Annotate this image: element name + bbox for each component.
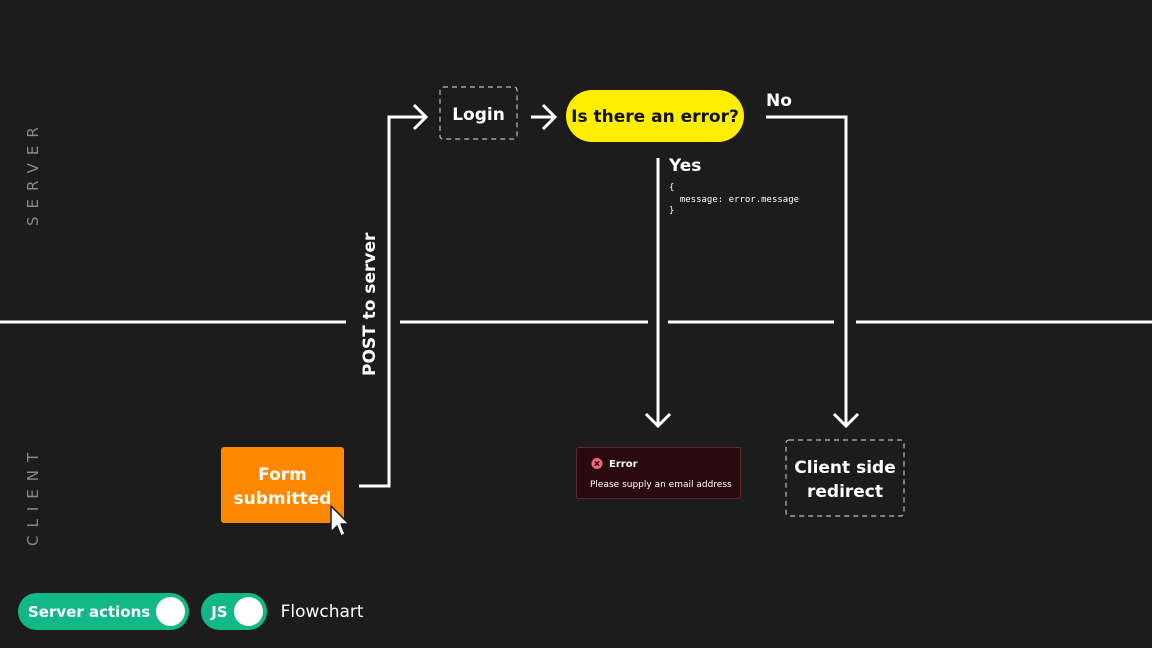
post-arrowhead [412, 103, 429, 131]
js-toggle-label: JS [211, 602, 228, 621]
client-lane-label: CLIENT [24, 445, 42, 546]
code-line: { [669, 183, 674, 193]
toggle-knob [156, 597, 186, 626]
error-toast-message: Please supply an email address [590, 480, 732, 490]
login-arrowhead [541, 103, 558, 131]
client-redirect-label-line: Client side [794, 458, 895, 478]
toggle-bar: Server actions JS Flowchart [18, 593, 364, 630]
no-edge [766, 115, 860, 429]
form-submitted-label-line: Form [258, 465, 307, 485]
yes-arrowhead [644, 412, 672, 429]
login-node: Login [439, 86, 518, 140]
code-line: } [669, 206, 674, 216]
view-mode-label: Flowchart [280, 601, 364, 622]
server-actions-toggle[interactable]: Server actions [18, 593, 190, 630]
server-actions-toggle-label: Server actions [28, 602, 151, 621]
error-toast-title: Error [609, 459, 638, 470]
code-line: message: error.message [669, 195, 799, 205]
mouse-cursor-icon [330, 505, 350, 537]
js-toggle[interactable]: JS [201, 593, 267, 630]
yes-edge [644, 158, 672, 429]
client-redirect-label-line: redirect [807, 482, 883, 502]
form-submitted-label-line: submitted [234, 489, 332, 509]
code-snippet: { message: error.message } [669, 183, 799, 216]
client-redirect-node: Client side redirect [785, 439, 905, 517]
form-submitted-node: Form submitted [221, 447, 344, 523]
error-circle-icon [591, 458, 603, 469]
error-decision-label: Is there an error? [571, 107, 739, 127]
no-edge-label: No [766, 91, 792, 111]
login-node-label: Login [452, 105, 505, 125]
error-toast: Error Please supply an email address [576, 447, 741, 499]
server-lane-label: SERVER [24, 119, 42, 226]
error-decision-node: Is there an error? [566, 90, 744, 142]
post-edge [359, 103, 429, 488]
toggle-knob [233, 597, 263, 626]
login-to-decision-edge [531, 103, 558, 131]
post-edge-label: POST to server [360, 232, 380, 376]
yes-edge-label: Yes [668, 156, 701, 176]
no-arrowhead [832, 412, 860, 429]
